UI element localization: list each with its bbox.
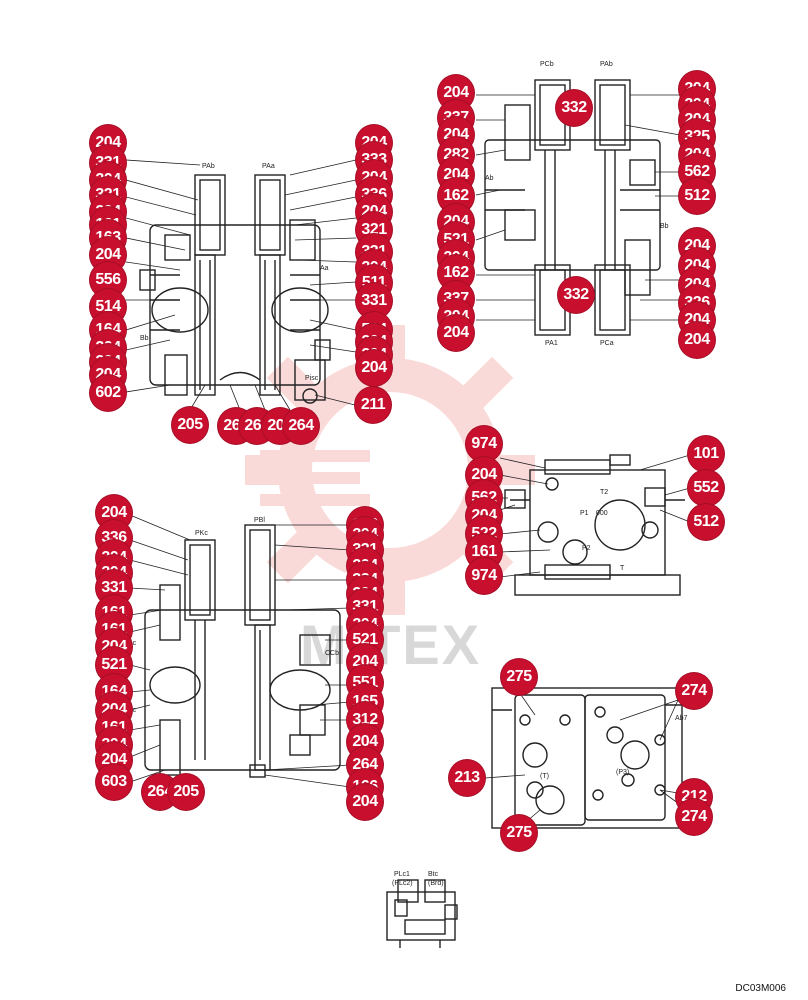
svg-text:PA1: PA1 <box>545 340 558 347</box>
upper-right-view <box>484 79 661 336</box>
callout-part: 211 <box>355 387 391 423</box>
callout-part: 204 <box>356 350 392 386</box>
callout-part: 204 <box>679 322 715 358</box>
svg-text:Bc: Bc <box>128 707 137 714</box>
svg-text:(Brd): (Brd) <box>428 880 444 887</box>
callout-part: 204 <box>90 237 126 273</box>
callout-part: 204 <box>347 784 383 820</box>
svg-text:Ac: Ac <box>128 640 137 647</box>
callout-part: 204 <box>438 315 474 351</box>
svg-text:Btc: Btc <box>428 871 439 878</box>
callout-part: 274 <box>676 799 712 835</box>
svg-text:(T): (T) <box>540 773 549 780</box>
small-inset-view <box>386 879 458 948</box>
svg-text:(P3): (P3) <box>616 769 629 776</box>
svg-text:P1: P1 <box>580 510 589 517</box>
svg-text:P2: P2 <box>582 545 591 552</box>
callout-part: 332 <box>556 90 592 126</box>
lower-left-view <box>144 524 341 778</box>
callout-part: 552 <box>688 470 724 506</box>
svg-text:T2: T2 <box>600 489 608 496</box>
callout-part: 512 <box>679 178 715 214</box>
upper-left-view <box>139 174 331 404</box>
svg-text:PKc: PKc <box>195 530 208 537</box>
callout-part: 101 <box>688 436 724 472</box>
drawing-code: DC03M006 <box>735 983 786 994</box>
svg-text:PAa: PAa <box>262 163 275 170</box>
callout-part: 603 <box>96 764 132 800</box>
callout-part: 974 <box>466 558 502 594</box>
callout-part: 512 <box>688 504 724 540</box>
svg-text:(PLc2): (PLc2) <box>392 880 413 887</box>
svg-text:PBl: PBl <box>254 517 265 524</box>
svg-text:PAb: PAb <box>202 163 215 170</box>
callout-part: 602 <box>90 375 126 411</box>
middle-right-view <box>504 454 685 596</box>
callout-part: 275 <box>501 815 537 851</box>
svg-text:T: T <box>620 565 625 572</box>
callout-part: 264 <box>283 408 319 444</box>
svg-text:PCb: PCb <box>540 61 554 68</box>
svg-text:Bb: Bb <box>140 335 149 342</box>
svg-text:Pisc: Pisc <box>305 375 319 382</box>
callout-part: 974 <box>466 426 502 462</box>
svg-text:CCb: CCb <box>325 650 339 657</box>
callout-part: 332 <box>558 277 594 313</box>
svg-text:PAb: PAb <box>600 61 613 68</box>
svg-text:PCa: PCa <box>600 340 614 347</box>
callout-part: 205 <box>168 774 204 810</box>
svg-text:PLc1: PLc1 <box>394 871 410 878</box>
svg-text:000: 000 <box>596 510 608 517</box>
callout-part: 275 <box>501 659 537 695</box>
callout-part: 274 <box>676 673 712 709</box>
svg-text:Aa: Aa <box>320 265 329 272</box>
lower-right-view <box>491 687 683 829</box>
callout-part: 213 <box>449 760 485 796</box>
svg-text:Ab7: Ab7 <box>675 715 688 722</box>
svg-text:Ab: Ab <box>485 175 494 182</box>
svg-text:Bb: Bb <box>660 223 669 230</box>
callout-part: 205 <box>172 407 208 443</box>
